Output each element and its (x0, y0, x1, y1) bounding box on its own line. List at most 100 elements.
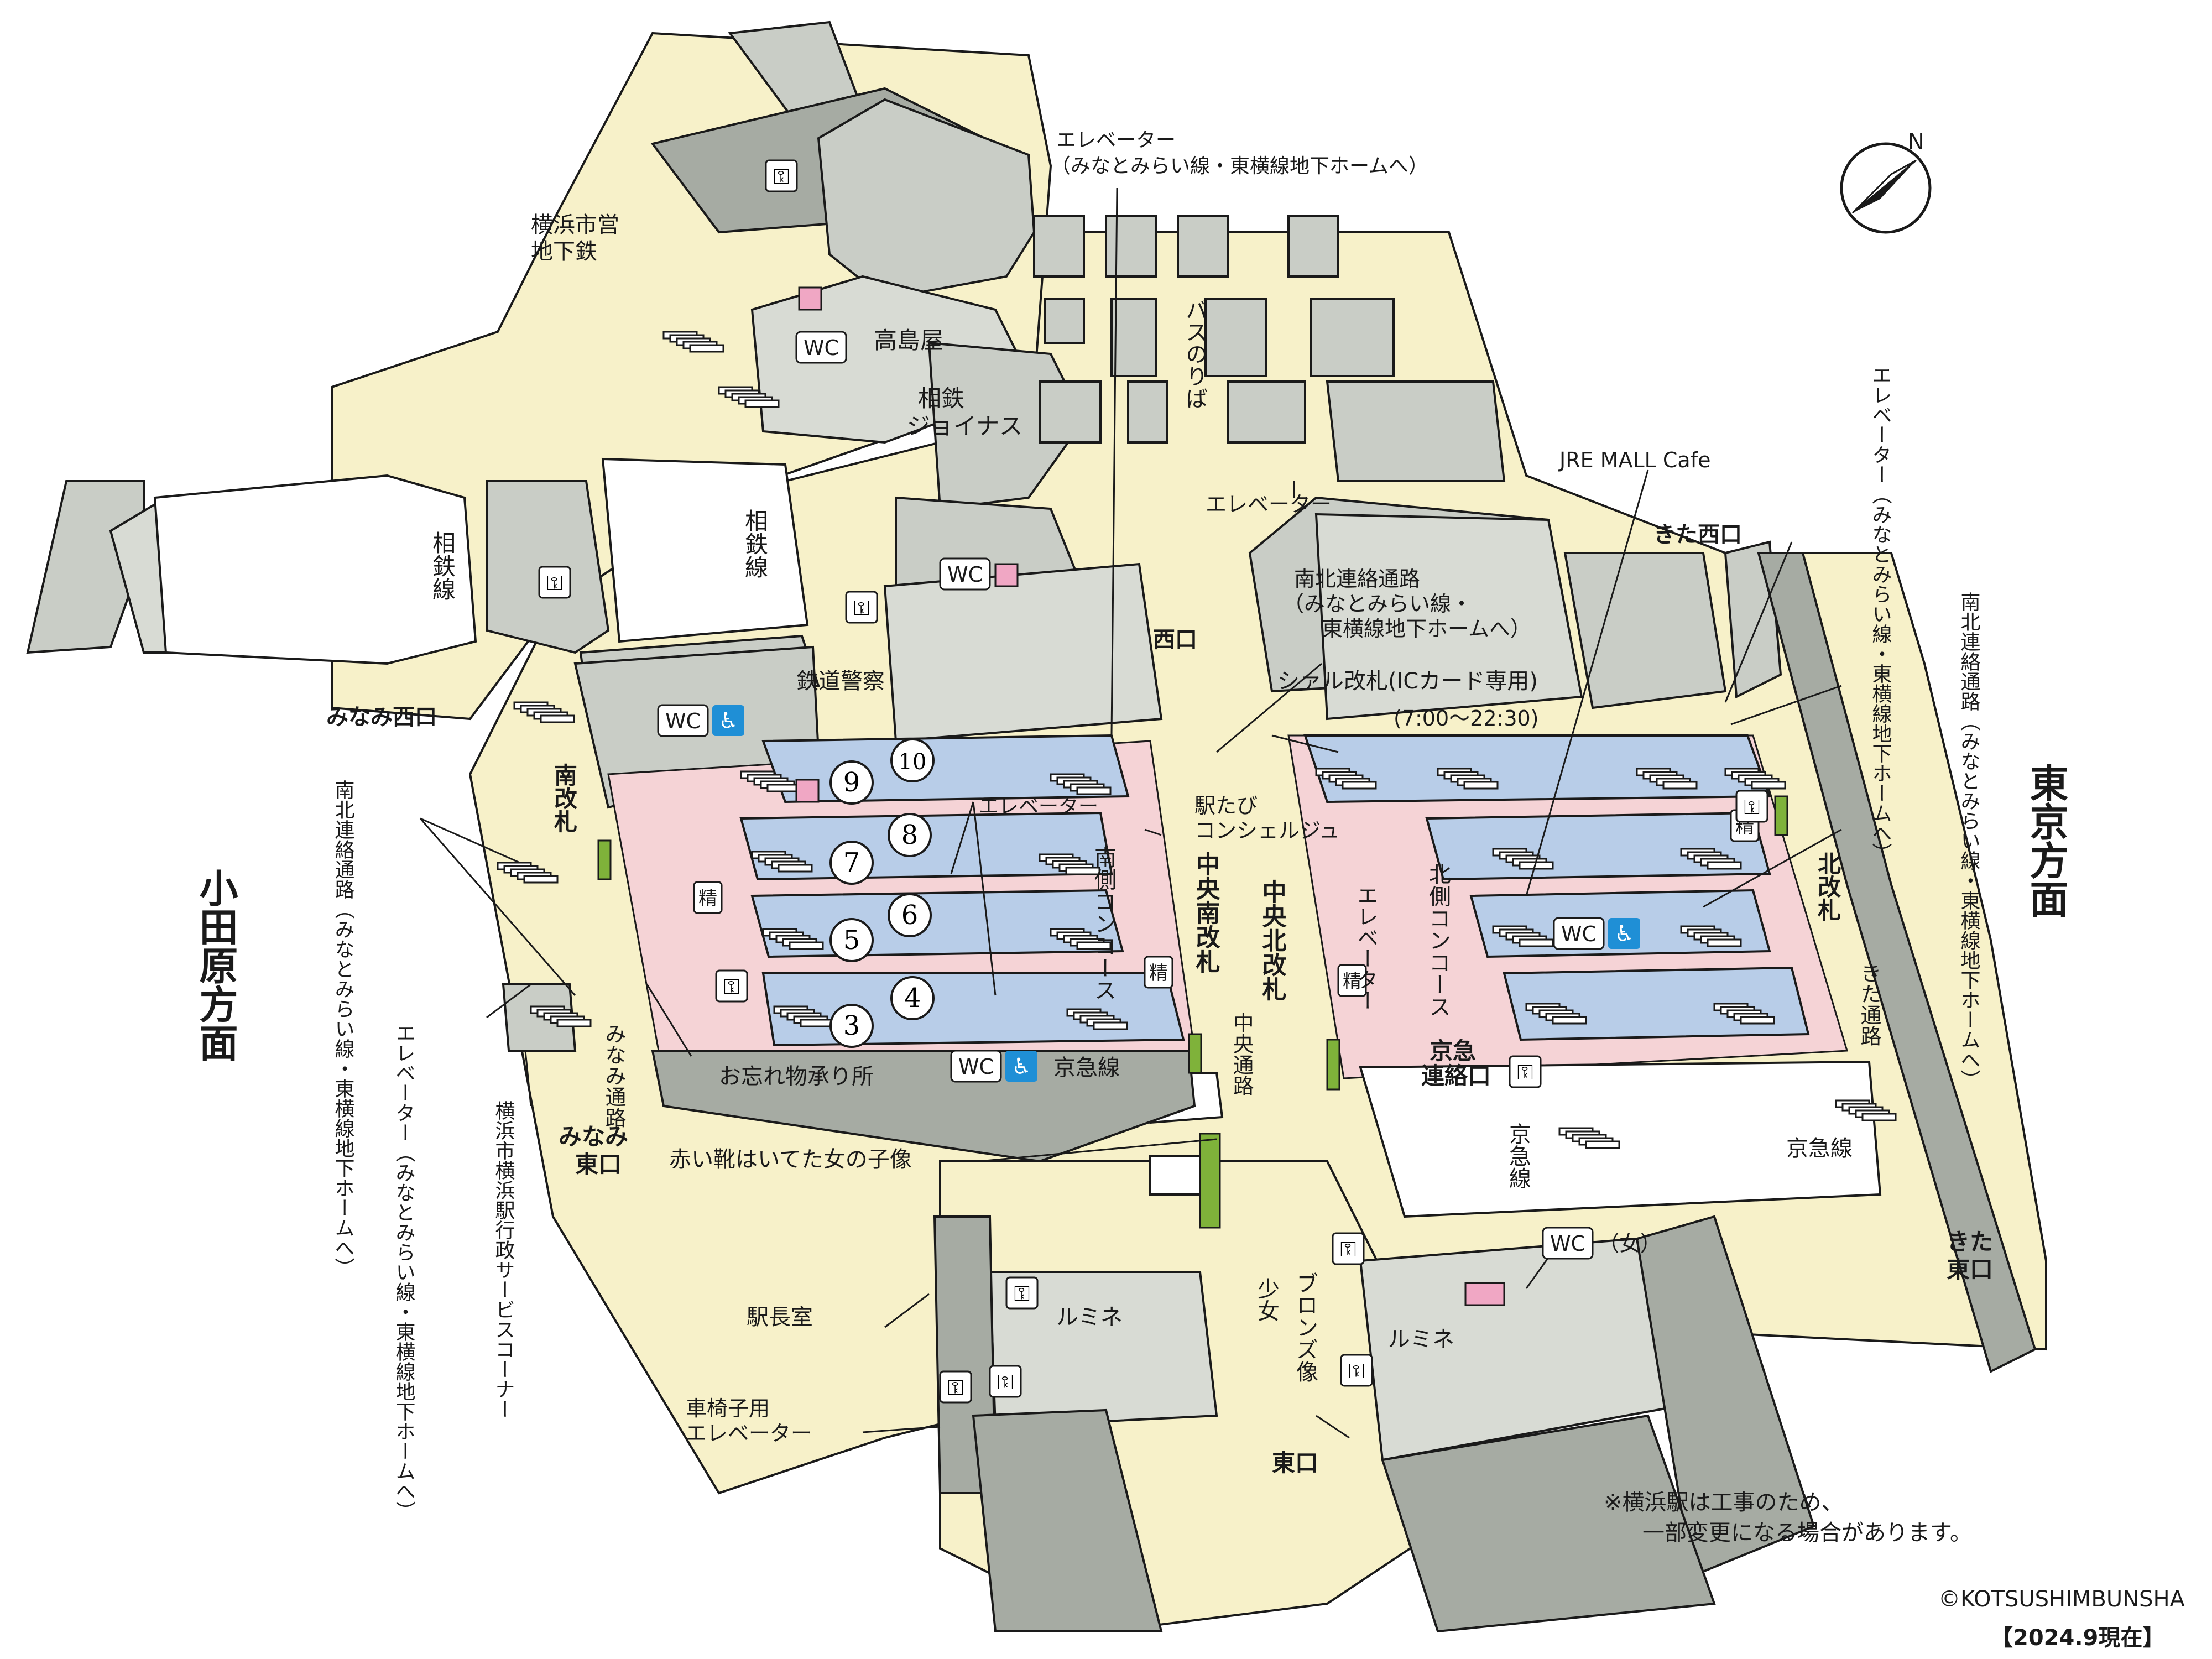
stairs (497, 331, 1897, 1149)
label-nishiguchi: 西口 (1153, 627, 1197, 653)
platform-number-5: 5 (830, 918, 874, 962)
stairway (530, 1005, 592, 1027)
keikyu-area (651, 1050, 1882, 1218)
svg-text:⚿: ⚿ (948, 1375, 964, 1400)
locker-icon: ⚿ (1509, 1055, 1542, 1088)
nanboku-block-top (1314, 513, 1583, 721)
label-gyosei: 横浜市横浜駅行政サービスコーナー (492, 1100, 515, 1419)
sotetsu-platform (153, 474, 477, 665)
svg-text:⚿: ⚿ (774, 164, 790, 189)
locker-icon: ⚿ (1005, 1276, 1039, 1310)
bus-terminal-blocks (1033, 215, 1506, 482)
svg-text:WC: WC (1561, 922, 1597, 946)
takashimaya-block (817, 98, 1036, 300)
stairway (1558, 1127, 1620, 1149)
label-elevator-top-sub: （みなとみらい線・東横線地下ホームへ） (1051, 155, 1428, 178)
svg-text:WC: WC (804, 336, 839, 360)
label-minami-concourse: 南側コンコース (1091, 846, 1117, 1001)
platform-number-label: 6 (901, 900, 919, 931)
bus-block-7 (1204, 298, 1267, 377)
stairway (1066, 1008, 1128, 1030)
label-keikyu-line: 京急線 (1053, 1055, 1120, 1081)
locker-icon: ⚿ (845, 591, 878, 624)
platform-number-9: 9 (830, 760, 874, 805)
svg-text:WC: WC (665, 709, 701, 733)
label-chuo-tsuro: 中央通路 (1229, 1012, 1254, 1096)
map-labels: エレベーター （みなとみらい線・東横線地下ホームへ） 横浜市営 地下鉄 高島屋 … (193, 129, 2185, 1651)
label-bronze: ブロンズ像 (1292, 1272, 1318, 1383)
locker-icon: ⚿ (538, 566, 571, 599)
wc-badge-south: WC ♿ (657, 704, 744, 737)
label-lumine-2: ルミネ (1388, 1327, 1454, 1352)
wc-badge-women: WC （女） (1542, 1227, 1661, 1260)
label-sotetsu-line-2: 相鉄線 (742, 509, 769, 578)
label-nanboku-mid-1: 南北連絡通路 (1294, 567, 1420, 591)
restroom-fills (795, 286, 1505, 1306)
gate-kita (1774, 795, 1788, 836)
label-akai-kutsu: 赤い靴はいてた女の子像 (669, 1147, 912, 1172)
label-kita-higashiguchi-1: きた (1947, 1228, 1993, 1255)
south-block (972, 1408, 1163, 1632)
east-long-wall (1757, 552, 2037, 1373)
south-pillar (502, 983, 577, 1052)
platform-north-1 (1303, 734, 1771, 804)
gate-chuo-kita (1326, 1039, 1340, 1091)
svg-text:♿: ♿ (718, 708, 738, 734)
locker-icon: ⚿ (1340, 1354, 1373, 1387)
bus-block-12 (1326, 380, 1506, 482)
label-kurumaisu-2: エレベーター (686, 1421, 812, 1446)
svg-text:⚿: ⚿ (998, 1370, 1014, 1394)
stairway (1492, 925, 1554, 947)
bus-block-5 (1044, 298, 1085, 344)
svg-text:⚿: ⚿ (1014, 1281, 1030, 1306)
stairway (1437, 768, 1499, 790)
stairway (1039, 853, 1100, 875)
label-elevator-right: エレベーター（みなとみらい線・東横線地下ホームへ） (1869, 365, 1892, 863)
wc-badge-keikyu: WC ♿ (950, 1050, 1037, 1083)
svg-text:⚿: ⚿ (1340, 1237, 1357, 1261)
label-shiaru: シァル改札(ICカード専用) (1277, 669, 1538, 694)
gate-south (597, 839, 612, 880)
note-line-1: ※横浜駅は工事のため、 (1604, 1490, 1844, 1515)
platform-number-label: 7 (843, 847, 860, 878)
svg-text:♿: ♿ (1614, 921, 1634, 947)
label-kita-concourse: 北側コンコース (1425, 863, 1451, 1018)
bus-block-1 (1033, 215, 1085, 278)
svg-text:WC: WC (947, 562, 983, 587)
platform-number-8: 8 (888, 813, 932, 857)
label-keikyu-renraku-2: 連絡口 (1421, 1062, 1491, 1089)
gate-chuo-minami (1188, 1033, 1202, 1074)
svg-text:（女）: （女） (1598, 1232, 1661, 1256)
leader-lines (419, 187, 1842, 1439)
svg-text:⚿: ⚿ (724, 974, 740, 999)
label-nanboku-mid-3: 東横線地下ホームへ） (1322, 617, 1531, 641)
svg-text:WC: WC (1550, 1232, 1585, 1256)
label-kita-higashiguchi-2: 東口 (1947, 1256, 1993, 1283)
label-kita-tsuro: きた通路 (1857, 962, 1881, 1046)
keikyu-platform-east (1359, 1060, 1882, 1218)
stairway (751, 851, 813, 873)
stairway (1050, 928, 1112, 950)
platform-number-label: 9 (843, 767, 860, 798)
svg-text:精: 精 (698, 888, 717, 910)
label-minami-nishiguchi: みなみ西口 (326, 705, 437, 730)
bus-block-11 (1227, 380, 1306, 444)
wc-badges: WC WC WC ♿ WC ♿ WC ♿ WC （女） (657, 331, 1661, 1260)
platform-4-3 (761, 972, 1185, 1047)
stairway (1835, 1099, 1897, 1121)
svg-text:⚿: ⚿ (1517, 1060, 1533, 1084)
station-buildings (573, 496, 2037, 1373)
bus-block-4 (1287, 215, 1339, 278)
copyright: ©KOTSUSHIMBUNSHA (1938, 1587, 2185, 1612)
label-sotetsu-line-1: 相鉄線 (429, 531, 456, 601)
svg-text:♿: ♿ (1011, 1054, 1031, 1079)
label-kita-nishiguchi: きた西口 (1653, 522, 1742, 547)
platform-number-10: 10 (890, 738, 935, 782)
wheelchair-icon (712, 705, 744, 736)
stairway (1636, 768, 1698, 790)
label-ekitabi-1: 駅たび (1194, 794, 1258, 818)
platform-number-3: 3 (830, 1004, 874, 1048)
bus-block-8 (1310, 298, 1395, 377)
